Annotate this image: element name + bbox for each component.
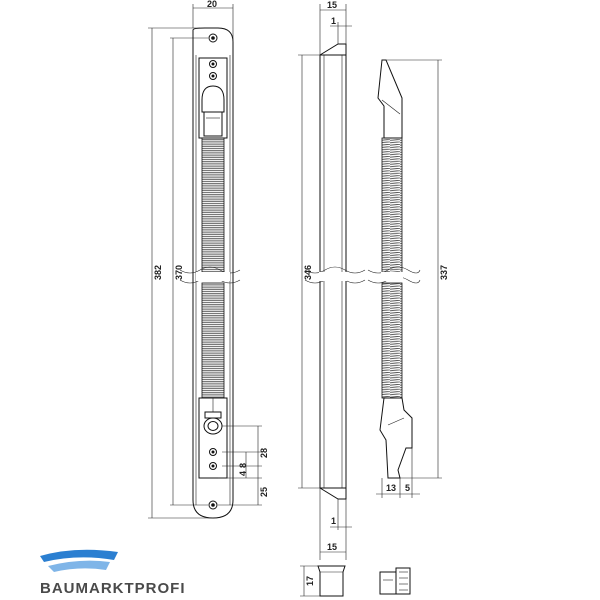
dim-side-bottom-width: 15 (327, 542, 337, 552)
spring-upper-hook (377, 59, 403, 139)
spring-coil-upper (381, 137, 403, 274)
front-dimensions: 20 382 370 28 8 4 25 (148, 0, 269, 519)
dim-side-bottom-lip: 1 (331, 516, 336, 526)
dim-offset-8: 8 (238, 463, 248, 468)
end-cap-view (379, 567, 411, 595)
dim-total-length: 382 (153, 265, 163, 280)
side-view (304, 43, 366, 500)
spring-dimensions: 337 13 5 (376, 59, 449, 498)
dim-offset-25: 25 (259, 487, 269, 497)
dim-side-top-width: 15 (327, 0, 337, 10)
logo-swoosh-bottom (48, 560, 110, 572)
brand-name: BAUMARKTPROFI (40, 580, 186, 597)
front-view (179, 27, 241, 519)
dim-cap-height: 17 (305, 576, 315, 586)
upper-fitting (198, 57, 228, 139)
spring-lower-hook (379, 397, 413, 479)
top-mounting-hole (208, 33, 218, 43)
spring-view (367, 59, 421, 479)
dim-offset-4: 4 (238, 471, 248, 476)
dim-side-top-lip: 1 (331, 16, 336, 26)
dim-side-length: 346 (303, 265, 313, 280)
dim-spring-base-5: 5 (405, 483, 410, 493)
brand-logo: BAUMARKTPROFI (40, 549, 186, 597)
dim-offset-28: 28 (259, 448, 269, 458)
dim-width-top: 20 (207, 0, 217, 9)
spring-lower (201, 282, 225, 399)
front-housing-outline (192, 27, 234, 519)
dim-spring-base-13: 13 (386, 483, 396, 493)
logo-swoosh-top (40, 549, 118, 562)
end-cap-side: 17 (300, 565, 346, 597)
dim-inner-length: 370 (174, 265, 184, 280)
dim-spring-length: 337 (439, 265, 449, 280)
spring-coil-lower (381, 282, 403, 399)
side-dimensions: 15 1 346 1 15 (298, 0, 352, 560)
bottom-mounting-hole (208, 500, 218, 510)
side-profile (319, 54, 347, 489)
spring-upper (201, 137, 225, 274)
